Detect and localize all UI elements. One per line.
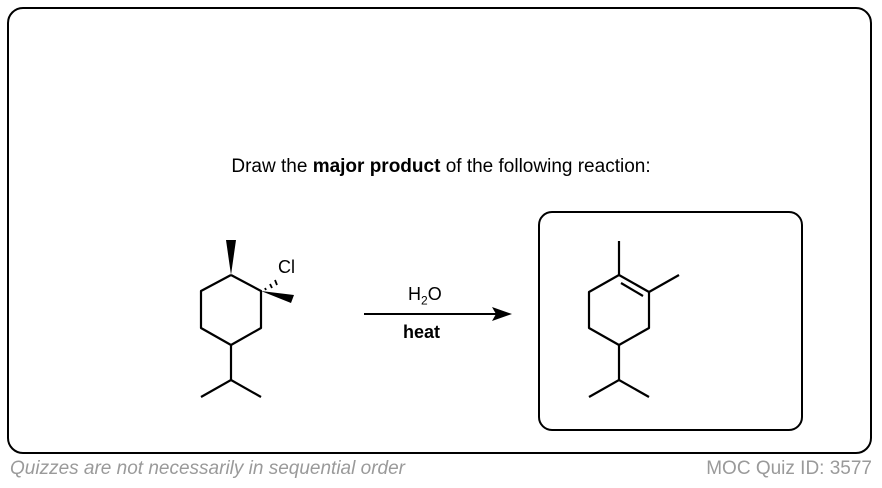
wedge-bond-methyl-top bbox=[226, 240, 236, 275]
product-molecule bbox=[587, 241, 680, 398]
reaction-arrow bbox=[364, 307, 512, 321]
prompt-text: Draw the bbox=[231, 156, 313, 177]
footer-note: Quizzes are not necessarily in sequentia… bbox=[10, 458, 405, 479]
quiz-id: MOC Quiz ID: 3577 bbox=[706, 458, 872, 479]
reagent-subscript: 2 bbox=[421, 293, 428, 308]
quiz-frame bbox=[7, 7, 872, 454]
chlorine-label: Cl bbox=[278, 257, 295, 277]
condition-label: heat bbox=[403, 322, 441, 342]
prompt-emphasis: major product bbox=[312, 156, 441, 177]
reagent-o: O bbox=[427, 284, 442, 304]
wedge-bond-methyl-right bbox=[261, 291, 294, 303]
reagent-label: H2O bbox=[408, 284, 442, 308]
answer-box[interactable] bbox=[538, 211, 803, 431]
reagent-h: H bbox=[408, 284, 421, 304]
question-prompt: Draw the major product of the following … bbox=[0, 156, 882, 178]
starting-material bbox=[199, 274, 263, 398]
hashed-bond-cl bbox=[264, 279, 278, 291]
prompt-text-end: of the following reaction: bbox=[440, 156, 651, 177]
